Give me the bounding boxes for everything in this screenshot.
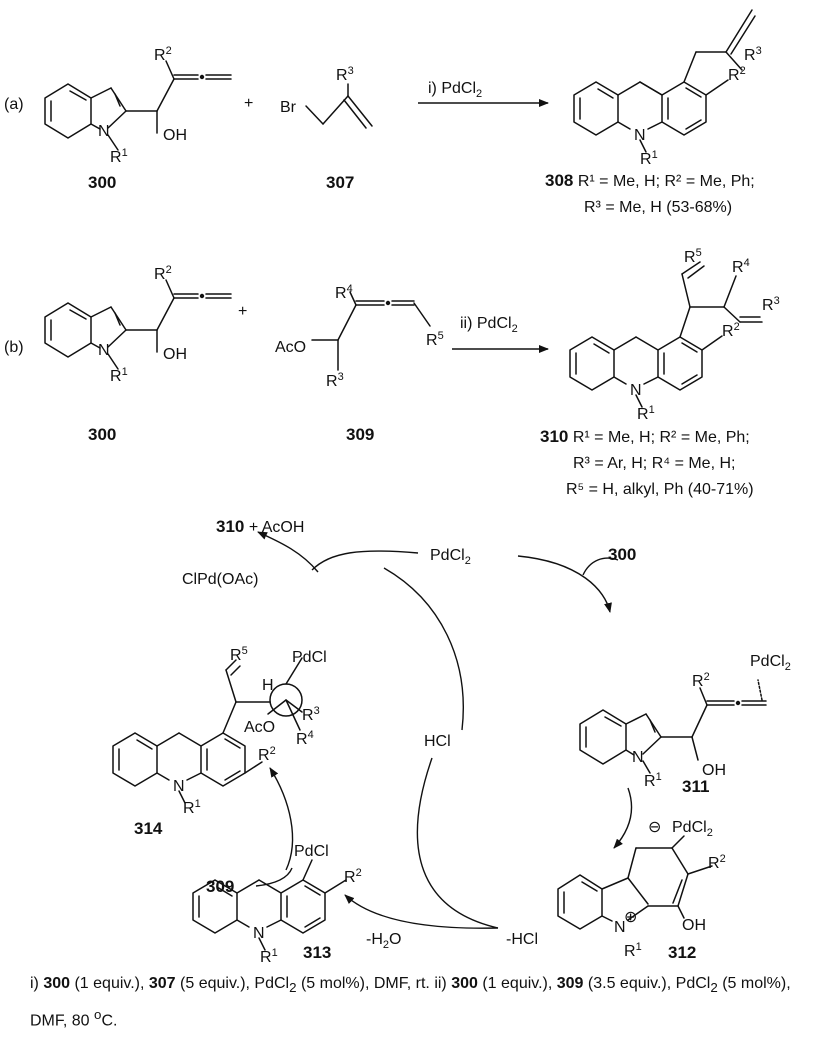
reagent-i: i) PdCl2 <box>428 80 482 100</box>
plus-b: + <box>238 303 247 320</box>
compound-300-a-structure <box>44 60 232 151</box>
compound-311-structure <box>579 679 767 774</box>
compound-label-313: 313 <box>303 943 331 962</box>
atom-r3: R3 <box>326 371 344 390</box>
compound-label-300-b: 300 <box>88 425 116 444</box>
atom-n: N <box>98 123 110 140</box>
reaction-scheme: (a) N R1 OH R2 300 + Br R3 307 i) PdC <box>4 9 791 965</box>
product-310-line2: R³ = Ar, H; R⁴ = Me, H; <box>573 455 735 472</box>
atom-r2: R2 <box>154 45 172 64</box>
compound-312-structure <box>557 835 713 930</box>
compound-label-314: 314 <box>134 819 163 838</box>
atom-n: N <box>632 749 644 766</box>
atom-r1: R1 <box>183 798 201 817</box>
atom-aco: AcO <box>275 339 306 356</box>
atom-pdcl2: PdCl2 <box>672 819 713 839</box>
cycle-arrow-to-311 <box>517 555 612 613</box>
product-310-line3: R⁵ = H, alkyl, Ph (40-71%) <box>566 481 754 498</box>
atom-r3: R3 <box>336 65 354 84</box>
atom-r1: R1 <box>110 147 128 166</box>
atom-r5: R5 <box>684 247 702 266</box>
cycle-arrow-to-314 <box>269 767 294 871</box>
atom-r1: R1 <box>260 947 278 965</box>
atom-r2: R2 <box>154 264 172 283</box>
atom-n: N <box>173 778 185 795</box>
compound-309-structure <box>311 291 431 371</box>
atom-n: N <box>634 127 646 144</box>
compound-label-311: 311 <box>682 777 709 796</box>
compound-308-structure <box>573 9 756 153</box>
atom-r4: R4 <box>296 729 314 748</box>
atom-r3: R3 <box>302 705 320 724</box>
product-310-line1: 310 R¹ = Me, H; R² = Me, Ph; <box>540 427 750 446</box>
atom-oh: OH <box>702 762 726 779</box>
cycle-arrow-300-in <box>582 557 619 576</box>
atom-r2: R2 <box>258 745 276 764</box>
cycle-arrow-to-313 <box>344 894 499 929</box>
atom-oh: OH <box>682 917 706 934</box>
cycle-arrow-hcl-up <box>383 567 464 731</box>
compound-label-300-a: 300 <box>88 173 116 192</box>
compound-307-structure <box>305 83 373 129</box>
atom-r2: R2 <box>728 65 746 84</box>
atom-r2: R2 <box>344 867 362 886</box>
minus-hcl: -HCl <box>506 931 538 948</box>
label-a: (a) <box>4 96 24 113</box>
cycle-arrow-309-in <box>255 867 293 887</box>
charge-plus: ⊕ <box>624 909 637 926</box>
atom-pdcl2: PdCl2 <box>750 653 791 673</box>
clpd-oac: ClPd(OAc) <box>182 571 258 588</box>
compound-label-307: 307 <box>326 173 354 192</box>
atom-aco: AcO <box>244 719 275 736</box>
atom-r4: R4 <box>335 283 353 302</box>
label-b: (b) <box>4 339 24 356</box>
hcl-label: HCl <box>424 733 451 750</box>
reaction-conditions: i) 300 (1 equiv.), 307 (5 equiv.), PdCl2… <box>30 975 791 1030</box>
cycle-309-label: 309 <box>206 877 234 896</box>
cycle-300-label: 300 <box>608 545 636 564</box>
atom-n: N <box>630 382 642 399</box>
plus-a: + <box>244 95 253 112</box>
atom-n: N <box>614 919 626 936</box>
atom-r2: R2 <box>708 853 726 872</box>
atom-r1: R1 <box>110 366 128 385</box>
atom-r1: R1 <box>624 941 642 960</box>
compound-314-structure <box>112 657 303 804</box>
atom-r2: R2 <box>722 321 740 340</box>
atom-br: Br <box>280 99 297 116</box>
cycle-arrow-to-312 <box>613 787 633 849</box>
atom-r2: R2 <box>692 671 710 690</box>
compound-313-structure <box>192 859 347 951</box>
atom-oh: OH <box>163 127 187 144</box>
atom-n: N <box>253 925 265 942</box>
product-308-line1: 308 R¹ = Me, H; R² = Me, Ph; <box>545 171 755 190</box>
compound-300-b-structure <box>44 279 232 370</box>
atom-h: H <box>262 677 274 694</box>
cycle-arrow-catalyst-in <box>311 550 419 571</box>
catalyst-pdcl2: PdCl2 <box>430 547 471 567</box>
atom-n: N <box>98 342 110 359</box>
atom-r1: R1 <box>640 149 658 168</box>
atom-oh: OH <box>163 346 187 363</box>
compound-310-structure <box>569 261 763 408</box>
reagent-ii: ii) PdCl2 <box>460 315 518 335</box>
atom-r5: R5 <box>426 330 444 349</box>
atom-r3: R3 <box>744 45 762 64</box>
cycle-arrow-release <box>257 531 319 573</box>
product-308-line2: R³ = Me, H (53-68%) <box>584 199 732 216</box>
charge-minus: ⊖ <box>648 819 661 836</box>
atom-pdcl: PdCl <box>292 649 327 666</box>
compound-label-309: 309 <box>346 425 374 444</box>
cycle-arrow-hcl-loop <box>416 757 499 929</box>
atom-r1: R1 <box>637 404 655 423</box>
atom-r5: R5 <box>230 645 248 664</box>
minus-h2o: -H2O <box>366 931 401 951</box>
compound-label-312: 312 <box>668 943 696 962</box>
atom-pdcl: PdCl <box>294 843 329 860</box>
atom-r3: R3 <box>762 295 780 314</box>
atom-r1: R1 <box>644 771 662 790</box>
atom-r4: R4 <box>732 257 750 276</box>
